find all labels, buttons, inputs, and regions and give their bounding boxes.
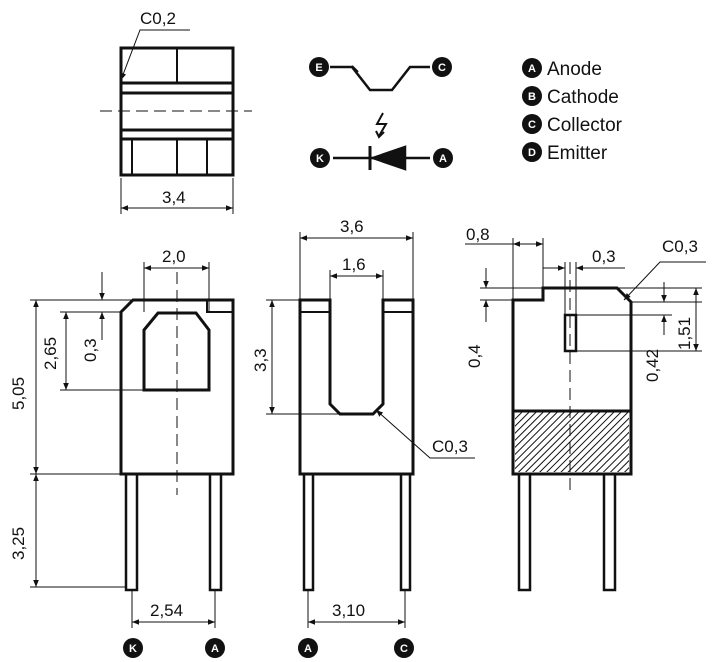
top-chamfer-leader [120,29,190,81]
side-lead-left [302,472,315,592]
svg-text:C: C [438,62,446,74]
schematic-pin-k: K [310,148,330,168]
svg-text:B: B [528,91,536,103]
legend-item-anode: A Anode [522,58,602,80]
light-arrow [375,112,388,137]
back-offset-label: 0,8 [466,225,490,244]
back-view [465,238,706,592]
front-lead-right [208,472,223,592]
top-chamfer-label: C0,2 [140,9,176,28]
pin-marker-icon [123,638,143,658]
schematic [330,65,430,171]
back-aperture-height-label: 0,42 [643,349,662,382]
front-pin-left: K [123,638,143,658]
side-view [266,232,475,628]
back-lead-left [517,472,532,592]
schematic-pin-e: E [309,57,329,77]
side-lead-right [399,472,412,592]
pin-marker-icon [298,638,318,658]
top-view [100,29,252,214]
side-pin-right: C [394,638,414,658]
svg-text:A: A [528,63,536,75]
pin-marker-icon [394,638,414,658]
front-pitch-label: 2,54 [150,601,183,620]
legend-item-emitter: D Emitter [522,142,608,164]
svg-text:C: C [528,119,536,131]
side-view-body [298,298,415,476]
legend-marker-icon [522,58,542,78]
front-window-width-label: 2,0 [162,247,186,266]
svg-text:A: A [439,153,447,165]
front-lead-length-label: 3,25 [9,527,28,560]
pin-marker-icon [309,57,329,77]
legend: A Anode B Cathode C Collector D Emitter [522,58,623,164]
back-step-label: 0,4 [465,344,484,368]
schematic-pin-a: A [433,148,453,168]
back-aperture [563,313,578,353]
svg-text:Cathode: Cathode [547,87,619,108]
phototransistor-path [330,65,430,92]
side-pin-left: A [298,638,318,658]
side-slot-depth-label: 3,3 [251,348,270,372]
front-lead-left [124,472,139,592]
back-lead-right [602,472,617,592]
legend-item-cathode: B Cathode [522,86,619,108]
front-height-label: 5,05 [9,377,28,410]
side-pitch-label: 3,10 [332,601,365,620]
legend-item-collector: C Collector [522,114,623,136]
back-chamfer-label: C0,3 [662,237,698,256]
pin-marker-icon [205,638,225,658]
legend-marker-icon [522,114,542,134]
svg-text:E: E [315,62,322,74]
svg-text:Collector: Collector [547,115,623,136]
svg-text:K: K [129,643,137,655]
diode-triangle [369,145,407,171]
front-step-label: 0,3 [81,338,100,362]
side-chamfer-label: C0,3 [432,437,468,456]
back-aperture-width-label: 0,3 [592,247,616,266]
back-aperture-depth-label: 1,51 [675,317,694,350]
svg-text:D: D [528,147,536,159]
front-view-body [119,298,235,476]
side-width-label: 3,6 [340,217,364,236]
legend-marker-icon [522,86,542,106]
pin-marker-icon [310,148,330,168]
svg-text:Emitter: Emitter [547,143,608,164]
svg-text:A: A [211,643,219,655]
svg-text:Anode: Anode [547,59,602,80]
side-slot-width-label: 1,6 [342,255,366,274]
back-hatched-section [515,412,629,472]
svg-text:K: K [316,153,324,165]
svg-text:C: C [400,643,408,655]
front-window-height-label: 2,65 [41,337,60,370]
svg-text:A: A [304,643,312,655]
pin-marker-icon [433,148,453,168]
front-view [30,262,235,628]
top-width-label: 3,4 [162,188,186,207]
pin-marker-icon [432,57,452,77]
schematic-pin-c: C [432,57,452,77]
front-pin-right: A [205,638,225,658]
legend-marker-icon [522,142,542,162]
